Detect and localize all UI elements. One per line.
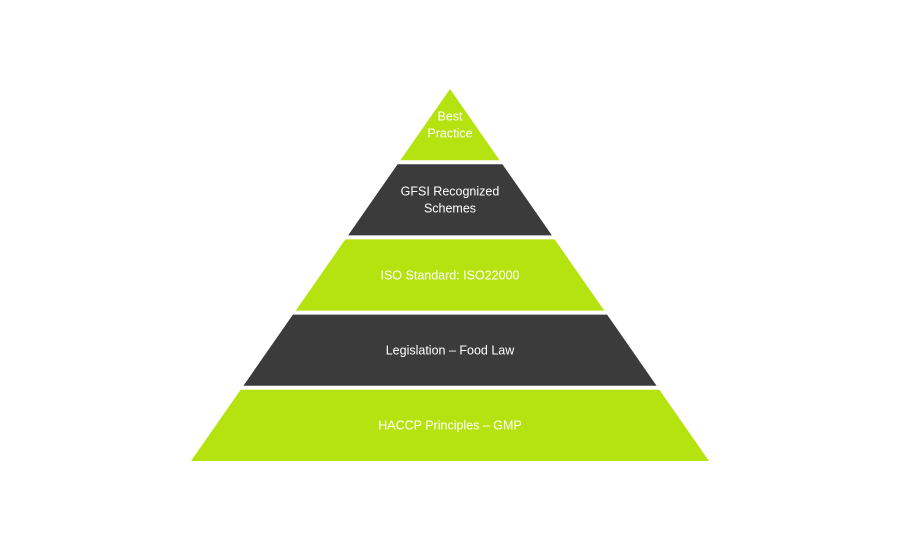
pyramid-tier-3: ISO Standard: ISO22000 <box>295 239 605 311</box>
tier-shape <box>400 89 500 161</box>
tier-label: HACCP Principles – GMP <box>378 419 522 433</box>
pyramid-tier-4: Legislation – Food Law <box>243 314 657 386</box>
tier-shape <box>348 164 552 236</box>
tier-label: Legislation – Food Law <box>386 343 516 357</box>
tier-label: ISO Standard: ISO22000 <box>381 268 520 282</box>
tier-shape <box>191 389 709 461</box>
pyramid-tier-5: HACCP Principles – GMP <box>191 389 709 461</box>
tier-shape <box>295 239 605 311</box>
tier-label: GFSI Recognized <box>401 185 500 199</box>
tier-label: Practice <box>427 126 472 140</box>
tier-label: Schemes <box>424 202 476 216</box>
tier-label: Best <box>437 109 463 123</box>
tier-shape <box>243 314 657 386</box>
